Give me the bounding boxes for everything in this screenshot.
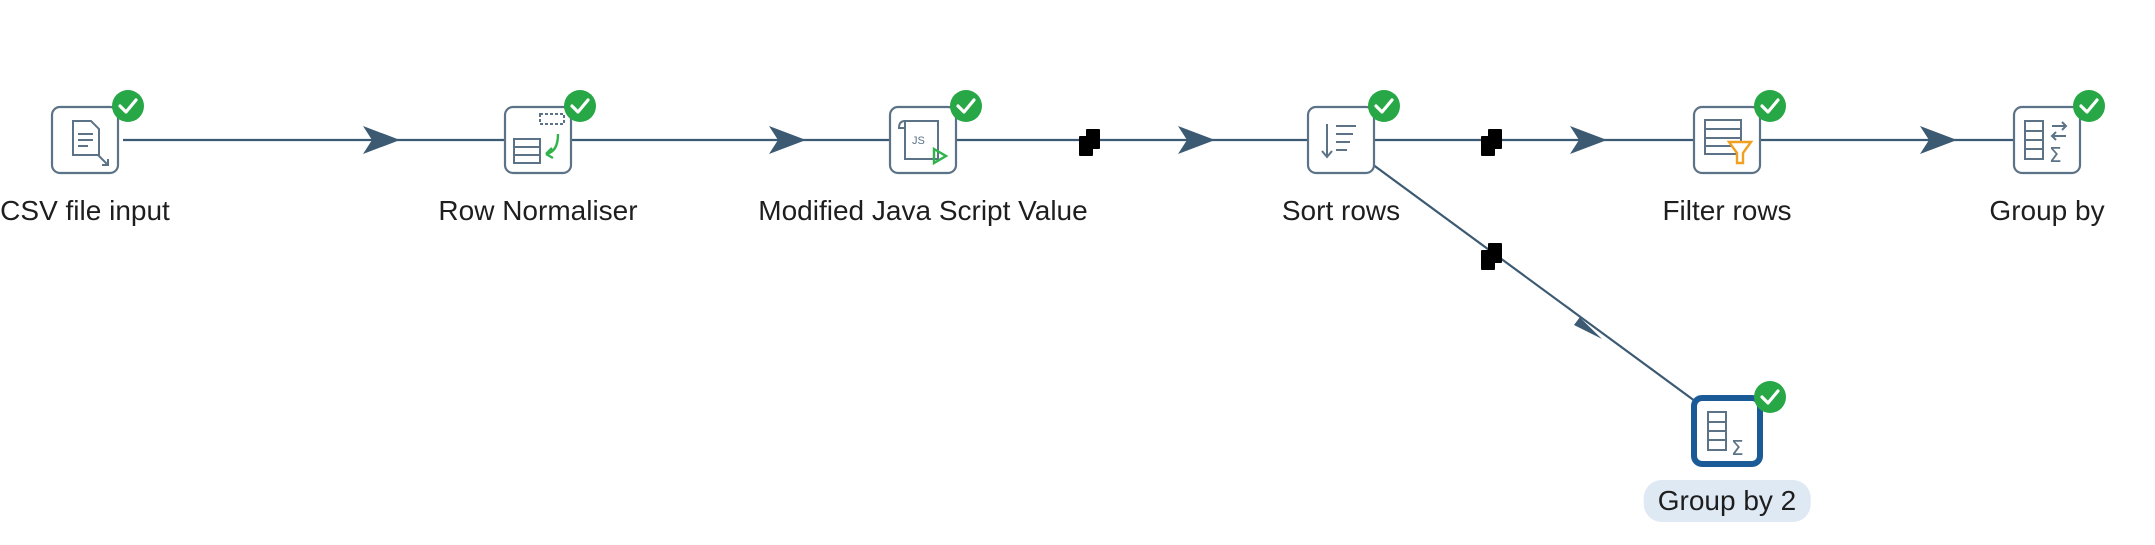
hop-sort-to-groupby2[interactable] <box>1371 163 1700 405</box>
step-filter-rows[interactable] <box>1692 90 1786 175</box>
filter-rows-icon <box>1704 119 1754 165</box>
copy-rows-icon <box>1079 129 1100 156</box>
ok-status-icon <box>2073 90 2105 122</box>
step-label-group-by-2[interactable]: Group by 2 <box>1643 480 1811 522</box>
csv-file-input-icon <box>72 120 109 166</box>
ok-status-icon <box>950 90 982 122</box>
step-sort-rows[interactable] <box>1306 90 1400 175</box>
ok-status-icon <box>1754 90 1786 122</box>
step-csv-file-input[interactable] <box>50 90 144 175</box>
javascript-scroll-icon: JS <box>897 120 949 166</box>
hop-csv-to-rownorm[interactable] <box>123 126 505 154</box>
step-label-filter-rows[interactable]: Filter rows <box>1662 195 1792 226</box>
step-label-sort-rows[interactable]: Sort rows <box>1281 195 1401 226</box>
copy-rows-icon <box>1481 129 1502 156</box>
group-by-icon: Σ <box>2024 120 2068 167</box>
step-modified-java-script-value[interactable]: JS <box>888 90 982 175</box>
hop-sort-to-filter[interactable] <box>1373 126 1694 156</box>
row-normaliser-icon <box>513 113 565 164</box>
step-label-group-by[interactable]: Group by <box>1989 195 2105 226</box>
step-row-normaliser[interactable] <box>503 90 596 175</box>
svg-text:JS: JS <box>912 135 925 147</box>
svg-text:Σ: Σ <box>1731 436 1744 460</box>
ok-status-icon <box>564 90 596 122</box>
step-label-csv-file-input[interactable]: CSV file input <box>0 195 170 226</box>
step-label-row-normaliser[interactable]: Row Normaliser <box>438 195 638 226</box>
ok-status-icon <box>1368 90 1400 122</box>
ok-status-icon <box>1754 381 1786 413</box>
ok-status-icon <box>112 90 144 122</box>
step-group-by[interactable]: Σ <box>2012 90 2105 175</box>
hop-filter-to-groupby[interactable] <box>1759 126 2014 154</box>
step-label-modified-java-script-value[interactable]: Modified Java Script Value <box>758 195 1088 226</box>
svg-text:Σ: Σ <box>2049 143 2062 167</box>
step-group-by-2[interactable]: Σ <box>1691 381 1786 467</box>
hop-js-to-sort[interactable] <box>955 126 1308 156</box>
hop-rownorm-to-js[interactable] <box>570 126 890 154</box>
group-by-icon: Σ <box>1707 411 1744 460</box>
sort-rows-icon <box>1321 124 1356 159</box>
